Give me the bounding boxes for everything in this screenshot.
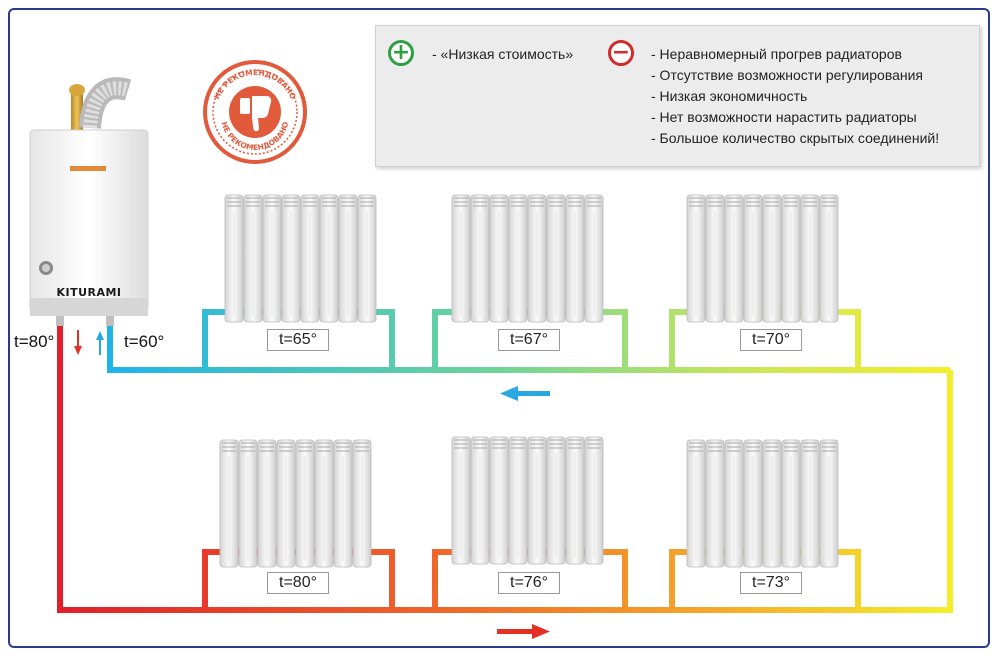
radiator-bottom-3 <box>686 439 839 568</box>
plus-circle-icon: + <box>388 40 414 66</box>
radiator-top-3 <box>686 194 839 323</box>
supply-temp-label: t=80° <box>14 332 55 351</box>
thumbs-down-icon <box>240 96 272 132</box>
return-flow-arrow <box>500 386 550 401</box>
con-item: - Отсутствие возможности регулирования <box>651 67 924 83</box>
radiator-top-1 <box>224 194 377 323</box>
diagram-frame <box>8 8 990 648</box>
con-item: - Нет возможности нарастить радиаторы <box>651 109 917 125</box>
pro-item: - «Низкая стоимость» <box>432 46 574 62</box>
con-item: - Неравномерный прогрев радиаторов <box>651 46 902 62</box>
boiler <box>29 77 149 355</box>
return-temp-label: t=60° <box>124 332 165 351</box>
radiator-bottom-2 <box>451 436 604 565</box>
cons-list: - Неравномерный прогрев радиаторов - Отс… <box>651 44 939 149</box>
con-item: - Большое количество скрытых соединений! <box>651 130 940 146</box>
radiator-temp-bottom-2: t=76° <box>498 572 560 594</box>
radiator-temp-bottom-3: t=73° <box>740 572 802 594</box>
radiator-temp-top-3: t=70° <box>740 329 802 351</box>
pros-cons-panel: + - «Низкая стоимость» − - Неравномерный… <box>375 25 980 167</box>
minus-circle-icon: − <box>608 40 634 66</box>
radiator-top-2 <box>451 194 604 323</box>
radiator-temp-top-2: t=67° <box>498 329 560 351</box>
radiator-temp-top-1: t=65° <box>267 329 329 351</box>
con-item: - Низкая экономичность <box>651 88 808 104</box>
radiator-temp-bottom-1: t=80° <box>267 572 329 594</box>
radiator-bottom-1 <box>219 439 372 568</box>
supply-flow-arrow <box>497 624 550 639</box>
